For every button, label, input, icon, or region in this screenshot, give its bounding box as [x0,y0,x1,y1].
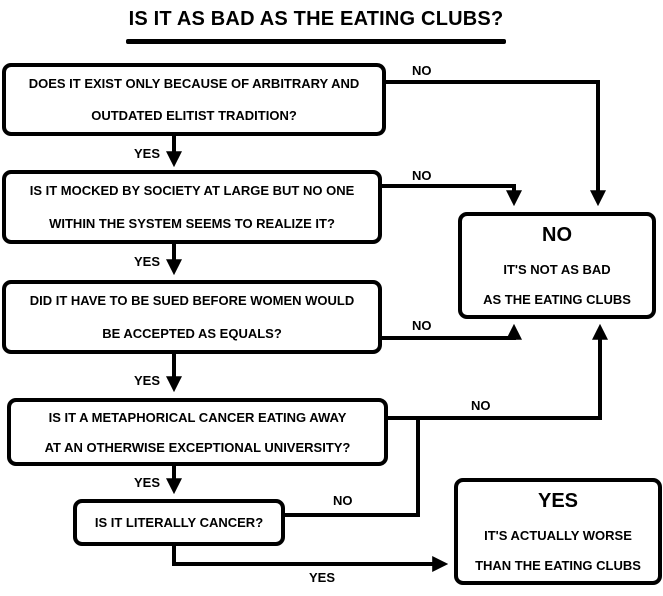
q3-yes-label: YES [134,373,161,388]
outcome-no-line-1: IT'S NOT AS BAD [503,261,611,277]
chart-title: IS IT AS BAD AS THE EATING CLUBS? [128,8,504,30]
outcome-yes-line-2: THAN THE EATING CLUBS [475,558,641,574]
q2-no-arrow [381,184,522,207]
question-1-line-2: OUTDATED ELITIST TRADITION? [91,108,297,124]
q2-yes-label: YES [134,254,161,269]
outcome-yes-line-1: IT'S ACTUALLY WORSE [484,527,632,543]
outcome-yes-box: YES IT'S ACTUALLY WORSE THAN THE EATING … [454,478,662,585]
question-3-line-2: BE ACCEPTED AS EQUALS? [102,326,282,341]
title-underline [126,39,506,44]
question-box-1: DOES IT EXIST ONLY BECAUSE OF ARBITRARY … [2,63,386,136]
q5-yes-arrow [172,545,449,572]
outcome-no-heading: NO [542,223,572,246]
q1-no-label: NO [412,63,432,78]
question-box-4: IS IT A METAPHORICAL CANCER EATING AWAY … [7,398,388,466]
q4-no-arrow [387,323,608,420]
q4-no-label: NO [471,398,491,413]
q3-no-arrow [381,323,522,340]
q5-no-line [284,418,420,517]
q5-no-label: NO [333,493,353,508]
question-1-line-1: DOES IT EXIST ONLY BECAUSE OF ARBITRARY … [28,75,360,91]
question-5-line-1: IS IT LITERALLY CANCER? [94,515,264,530]
question-box-3: DID IT HAVE TO BE SUED BEFORE WOMEN WOUL… [2,280,382,354]
question-box-2: IS IT MOCKED BY SOCIETY AT LARGE BUT NO … [2,170,382,244]
question-4-line-2: AT AN OTHERWISE EXCEPTIONAL UNIVERSITY? [44,439,351,455]
q1-no-arrow [385,80,606,207]
outcome-no-line-2: AS THE EATING CLUBS [483,292,631,308]
q5-yes-label: YES [309,570,336,585]
question-2-line-1: IS IT MOCKED BY SOCIETY AT LARGE BUT NO … [29,183,355,198]
q2-no-label: NO [412,168,432,183]
q3-no-label: NO [412,318,432,333]
q1-yes-label: YES [134,146,161,161]
q4-yes-label: YES [134,475,161,490]
outcome-yes-heading: YES [537,489,579,512]
outcome-no-box: NO IT'S NOT AS BAD AS THE EATING CLUBS [458,212,656,319]
question-3-line-1: DID IT HAVE TO BE SUED BEFORE WOMEN WOUL… [29,293,355,308]
question-2-line-2: WITHIN THE SYSTEM SEEMS TO REALIZE IT? [49,216,335,231]
question-4-line-1: IS IT A METAPHORICAL CANCER EATING AWAY [48,409,347,425]
question-box-5: IS IT LITERALLY CANCER? [73,499,285,546]
